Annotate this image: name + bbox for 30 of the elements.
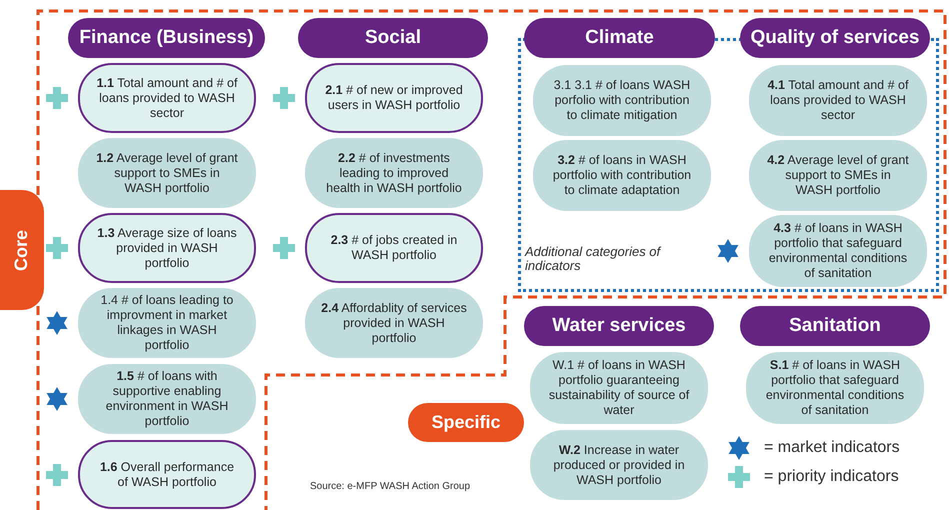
indicator-pill: 1.2 Average level of grant support to SMEs in WASH portfolio	[78, 138, 256, 208]
indicator-pill: 1.3 Average size of loans provided in WASH portfolio	[78, 213, 256, 283]
legend-label: = priority indicators	[764, 467, 899, 487]
indicator-pill: 1.5 # of loans with supportive enabling environment in WASH portfolio	[78, 364, 256, 434]
indicator-pill: 2.4 Affordablity of services provided in WASH portfolio	[305, 288, 483, 358]
indicator-pill: 1.1 Total amount and # of loans provided to WASH sector	[78, 63, 256, 133]
section-tag: Specific	[408, 403, 524, 442]
indicator-pill: W.2 Increase in water produced or provided in WASH portfolio	[530, 430, 708, 500]
indicator-pill: 2.3 # of jobs created in WASH portfolio	[305, 213, 483, 283]
section-tag: Core	[0, 190, 44, 310]
indicator-pill: 2.2 # of investments leading to improved health in WASH portfolio	[305, 138, 483, 208]
category-header: Quality of services	[740, 18, 930, 58]
category-header: Water services	[524, 306, 714, 346]
indicator-pill: 1.4 # of loans leading to improvment in market linkages in WASH portfolio	[78, 288, 256, 358]
indicator-pill: W.1 # of loans in WASH portfolio guaranteeing sustainability of source of water	[530, 352, 708, 424]
indicator-pill: 1.6 Overall performance of WASH portfolio	[78, 440, 256, 509]
category-header: Climate	[524, 18, 715, 58]
group-note: Additional categories of indicators	[525, 245, 662, 273]
category-header: Sanitation	[740, 306, 930, 346]
indicator-pill: 3.2 # of loans in WASH portfolio with contribution to climate adaptation	[533, 140, 711, 211]
indicator-pill: 3.1 3.1 # of loans WASH porfolio with contribution to climate mitigation	[533, 65, 711, 136]
indicator-pill: S.1 # of loans in WASH portfolio that safeguard environmental conditions of sanitation	[746, 352, 924, 424]
indicator-pill: 4.2 Average level of grant support to SMEs in WASH portfolio	[749, 140, 927, 211]
indicator-pill: 2.1 # of new or improved users in WASH portfolio	[305, 63, 483, 133]
legend-label: = market indicators	[764, 438, 900, 458]
category-header: Finance (Business)	[68, 18, 265, 58]
indicator-pill: 4.3 # of loans in WASH portfolio that safeguard environmental conditions of sanitation	[749, 215, 927, 287]
source-note: Source: e-MFP WASH Action Group	[310, 480, 470, 494]
category-header: Social	[298, 18, 488, 58]
indicator-pill: 4.1 Total amount and # of loans provided to WASH sector	[749, 65, 927, 136]
